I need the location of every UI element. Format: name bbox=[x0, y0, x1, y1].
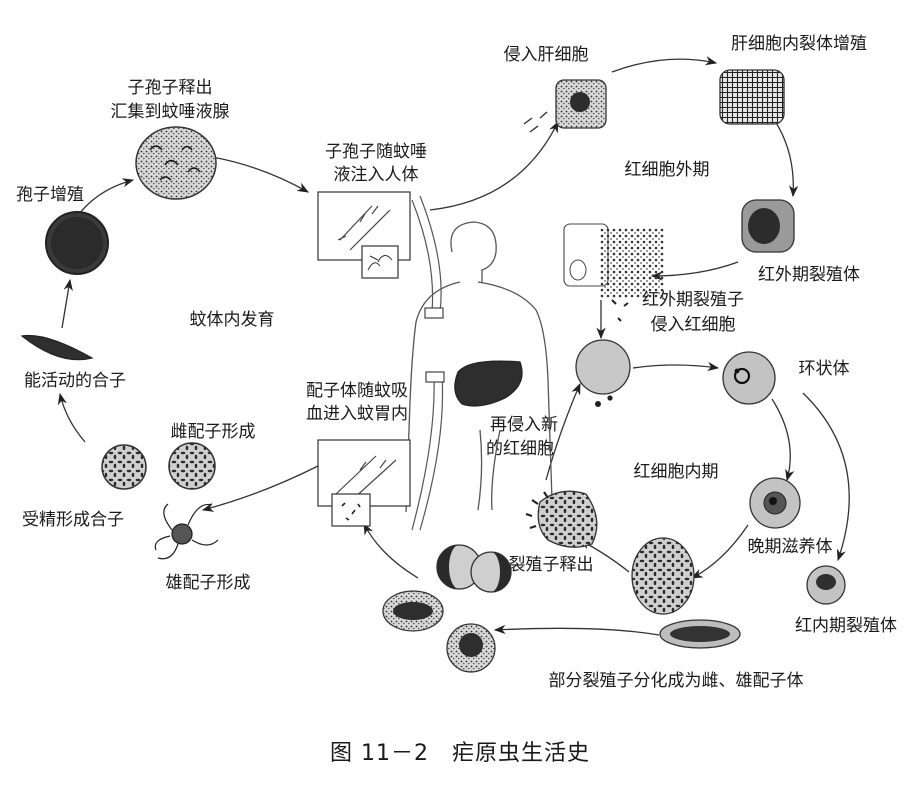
label-sporozoite-release-1: 子孢子释出 bbox=[128, 78, 213, 98]
label-gametocyte-differentiation: 部分裂殖子分化成为雌、雄配子体 bbox=[549, 671, 804, 691]
arrow-rbc-to-ring bbox=[632, 361, 720, 372]
arrow-ookinete-to-oocyst bbox=[61, 278, 73, 329]
arrow-ingestion-to-gametes bbox=[201, 465, 319, 512]
arrow-liver-to-schizogony bbox=[611, 56, 718, 73]
injection-panel bbox=[317, 191, 411, 279]
figure-caption: 图 11－2 疟原虫生活史 bbox=[330, 741, 590, 766]
label-liver-schizogony: 肝细胞内裂体增殖 bbox=[731, 34, 867, 54]
gametocyte-crescent bbox=[659, 619, 741, 649]
gametocytes-group bbox=[382, 544, 512, 673]
label-ring-form: 环状体 bbox=[799, 359, 850, 379]
exo-erythrocytic-schizont bbox=[741, 199, 795, 253]
label-injection-1: 子孢子随蚊唾 bbox=[325, 142, 427, 162]
gametocyte-round bbox=[446, 623, 496, 673]
arrow-schizont-to-gametocytes bbox=[493, 624, 660, 636]
gametocyte-split-2 bbox=[470, 551, 512, 593]
label-merozoite-invade-2: 侵入红细胞 bbox=[651, 315, 736, 335]
ring-form-cell bbox=[722, 351, 776, 405]
arrow-zygote-to-ookinete bbox=[57, 392, 86, 443]
label-fertilization: 受精形成合子 bbox=[22, 510, 124, 530]
arrow-gametocytes-to-ingestion bbox=[363, 522, 419, 579]
gametocyte-split-1 bbox=[436, 544, 482, 590]
mosquito-bite-tubes bbox=[411, 195, 445, 531]
released-merozoites-to-rbc bbox=[595, 395, 613, 407]
label-exo-erythrocytic: 红细胞外期 bbox=[625, 160, 710, 180]
human-figure bbox=[405, 221, 553, 513]
arrow-ring-to-erythro-schizont bbox=[802, 392, 850, 562]
label-female-gamete: 雌配子形成 bbox=[171, 422, 256, 442]
salivary-gland-sporozoites bbox=[135, 126, 217, 200]
label-male-gamete: 雄配子形成 bbox=[166, 573, 251, 593]
arrow-reinvade-rbc bbox=[545, 382, 581, 481]
segmenter-cell bbox=[631, 537, 695, 615]
arrow-ring-to-trophozoite bbox=[771, 398, 795, 482]
oocyst-sporogony bbox=[45, 211, 109, 275]
arrow-exo-schizont-to-merozoites bbox=[650, 261, 739, 281]
label-ookinete: 能活动的合子 bbox=[24, 371, 126, 391]
gametocyte-oval bbox=[382, 590, 444, 632]
label-erythrocytic: 红细胞内期 bbox=[634, 462, 719, 482]
label-ingestion-2: 血进入蚊胃内 bbox=[306, 404, 408, 424]
ruptured-hepatocyte-merozoites bbox=[563, 223, 664, 322]
ruptured-schizont bbox=[525, 490, 598, 548]
ookinete bbox=[20, 334, 94, 361]
male-gamete-exflagellation bbox=[154, 503, 219, 560]
ingestion-panel bbox=[317, 439, 411, 527]
arrow-release-to-injection bbox=[211, 156, 310, 193]
label-injection-2: 液注入人体 bbox=[334, 165, 419, 185]
zygote bbox=[101, 444, 147, 490]
label-late-trophozoite: 晚期滋养体 bbox=[748, 537, 833, 557]
late-trophozoite-cell bbox=[749, 477, 801, 529]
label-merozoite-release: 裂殖子释出 bbox=[509, 555, 594, 575]
female-gamete bbox=[168, 442, 216, 490]
label-invade-liver: 侵入肝细胞 bbox=[504, 45, 589, 65]
sporozoites-in-blood bbox=[523, 111, 548, 133]
human-liver bbox=[454, 360, 523, 407]
label-ingestion-1: 配子体随蚊吸 bbox=[306, 381, 408, 401]
arrow-injection-to-liver bbox=[429, 120, 559, 211]
arrow-trophozoite-to-segmenter bbox=[690, 524, 749, 579]
label-exo-schizont: 红外期裂殖体 bbox=[758, 265, 860, 285]
label-reinvade-1: 再侵入新 bbox=[490, 415, 558, 435]
red-blood-cell bbox=[575, 339, 631, 395]
label-mosquito-phase: 蚊体内发育 bbox=[190, 310, 275, 330]
label-merozoite-invade-1: 红外期裂殖子 bbox=[642, 290, 744, 310]
label-erythro-schizont: 红内期裂殖体 bbox=[795, 616, 897, 636]
infected-hepatocyte bbox=[555, 79, 607, 129]
liver-schizont bbox=[719, 69, 785, 125]
label-sporogony: 孢子增殖 bbox=[16, 185, 84, 205]
label-reinvade-2: 的红细胞 bbox=[486, 439, 554, 459]
label-sporozoite-release-2: 汇集到蚊唾液腺 bbox=[111, 102, 230, 122]
arrow-schizogony-to-exo-schizont bbox=[770, 114, 799, 198]
erythrocytic-schizont-cell bbox=[806, 565, 846, 605]
